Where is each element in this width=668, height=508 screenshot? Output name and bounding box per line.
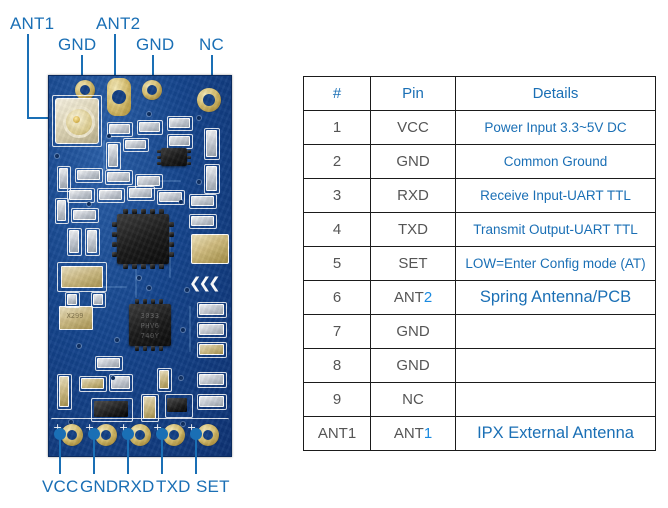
table-row: 7 GND [303,314,656,349]
callout-label-gnd-left: GND [58,35,97,54]
leader-gnd [93,438,95,474]
table-row: 3 RXD Receive Input-UART TTL [303,178,656,213]
table-header-row: # Pin Details [303,76,656,111]
cell-details: Transmit Output-UART TTL [455,212,656,247]
cell-number: 7 [303,314,371,349]
transistor-marking-text: X299 [66,312,84,320]
cell-details [455,348,656,383]
table-row: 9 NC [303,382,656,417]
cell-pin: NC [370,382,456,417]
crystal-oscillator [191,234,229,264]
cell-pin-prefix: SET [398,255,428,272]
cell-number: 1 [303,110,371,145]
cell-details: IPX External Antenna [455,416,656,451]
callout-label-ant1: ANT1 [10,14,55,33]
callout-label-set: SET [196,477,230,496]
cell-details: Common Ground [455,144,656,179]
cell-details: Receive Input-UART TTL [455,178,656,213]
cell-details: Power Input 3.3~5V DC [455,110,656,145]
cell-pin-prefix: GND [396,323,430,340]
cell-pin: ANT2 [370,280,456,315]
cell-pin: ANT1 [370,416,456,451]
cell-details [455,382,656,417]
callout-dot-rxd [122,428,134,440]
cell-number: 5 [303,246,371,281]
callout-dot-set [190,428,202,440]
table-row: 4 TXD Transmit Output-UART TTL [303,212,656,247]
cell-number: 6 [303,280,371,315]
cell-pin-prefix: RXD [397,187,429,204]
transistor-x299 [59,306,93,330]
header-number: # [303,76,371,111]
cell-pin-prefix: TXD [398,221,428,238]
cell-pin: GND [370,348,456,383]
callout-dot-vcc [54,428,66,440]
cell-number: ANT1 [303,416,371,451]
cell-pin-prefix: GND [396,357,430,374]
leader-set [195,438,197,474]
cell-pin-prefix: GND [396,153,430,170]
ic-soic8 [161,148,187,166]
cell-pin-prefix: VCC [397,119,429,136]
table-row: 1 VCC Power Input 3.3~5V DC [303,110,656,145]
cell-pin-suffix: 1 [423,425,433,442]
callout-dot-txd [156,428,168,440]
pcb-figure: ANT1 GND ANT2 GND NC [0,0,290,508]
header-pin: Pin [370,76,456,111]
cell-number: 9 [303,382,371,417]
callout-label-gnd: GND [80,477,119,496]
cell-pin-prefix: ANT [393,425,424,442]
ic-secondary: 3033 PHV6 740Y [129,304,171,346]
leader-rxd [127,438,129,474]
cell-pin: RXD [370,178,456,213]
callout-label-ant2: ANT2 [96,14,141,33]
table-row: 5 SET LOW=Enter Config mode (AT) [303,246,656,281]
cell-number: 2 [303,144,371,179]
callout-dot-gnd [88,428,100,440]
leader-txd [161,438,163,474]
cell-pin-suffix: 2 [423,289,433,306]
leader-vcc [59,438,61,474]
leader-gnd-right [152,55,154,89]
ic-main-soc [117,214,169,264]
leader-gnd-left [81,55,83,89]
leader-ant1-vertical [27,34,29,118]
cell-pin: VCC [370,110,456,145]
callout-label-rxd: RXD [118,477,155,496]
leader-ant2 [114,34,116,96]
callout-label-nc: NC [199,35,224,54]
cell-pin: GND [370,144,456,179]
cell-pin: SET [370,246,456,281]
cell-pin: GND [370,314,456,349]
cell-pin-prefix: NC [402,391,424,408]
cell-details: LOW=Enter Config mode (AT) [455,246,656,281]
callout-label-gnd-right: GND [136,35,175,54]
header-details: Details [455,76,656,111]
callout-label-txd: TXD [156,477,191,496]
cell-number: 8 [303,348,371,383]
arrow-silkscreen: ❮❮❮ [189,274,221,292]
cell-number: 4 [303,212,371,247]
table-row: 8 GND [303,348,656,383]
cell-pin: TXD [370,212,456,247]
capacitor-large [61,266,103,288]
cell-pin-prefix: ANT [393,289,424,306]
table-row: 2 GND Common Ground [303,144,656,179]
callout-label-vcc: VCC [42,477,79,496]
cell-number: 3 [303,178,371,213]
cell-details [455,314,656,349]
cell-details: Spring Antenna/PCB [455,280,656,315]
pcb-board: ❮❮❮ X299 3033 PHV6 740Y [48,75,232,457]
